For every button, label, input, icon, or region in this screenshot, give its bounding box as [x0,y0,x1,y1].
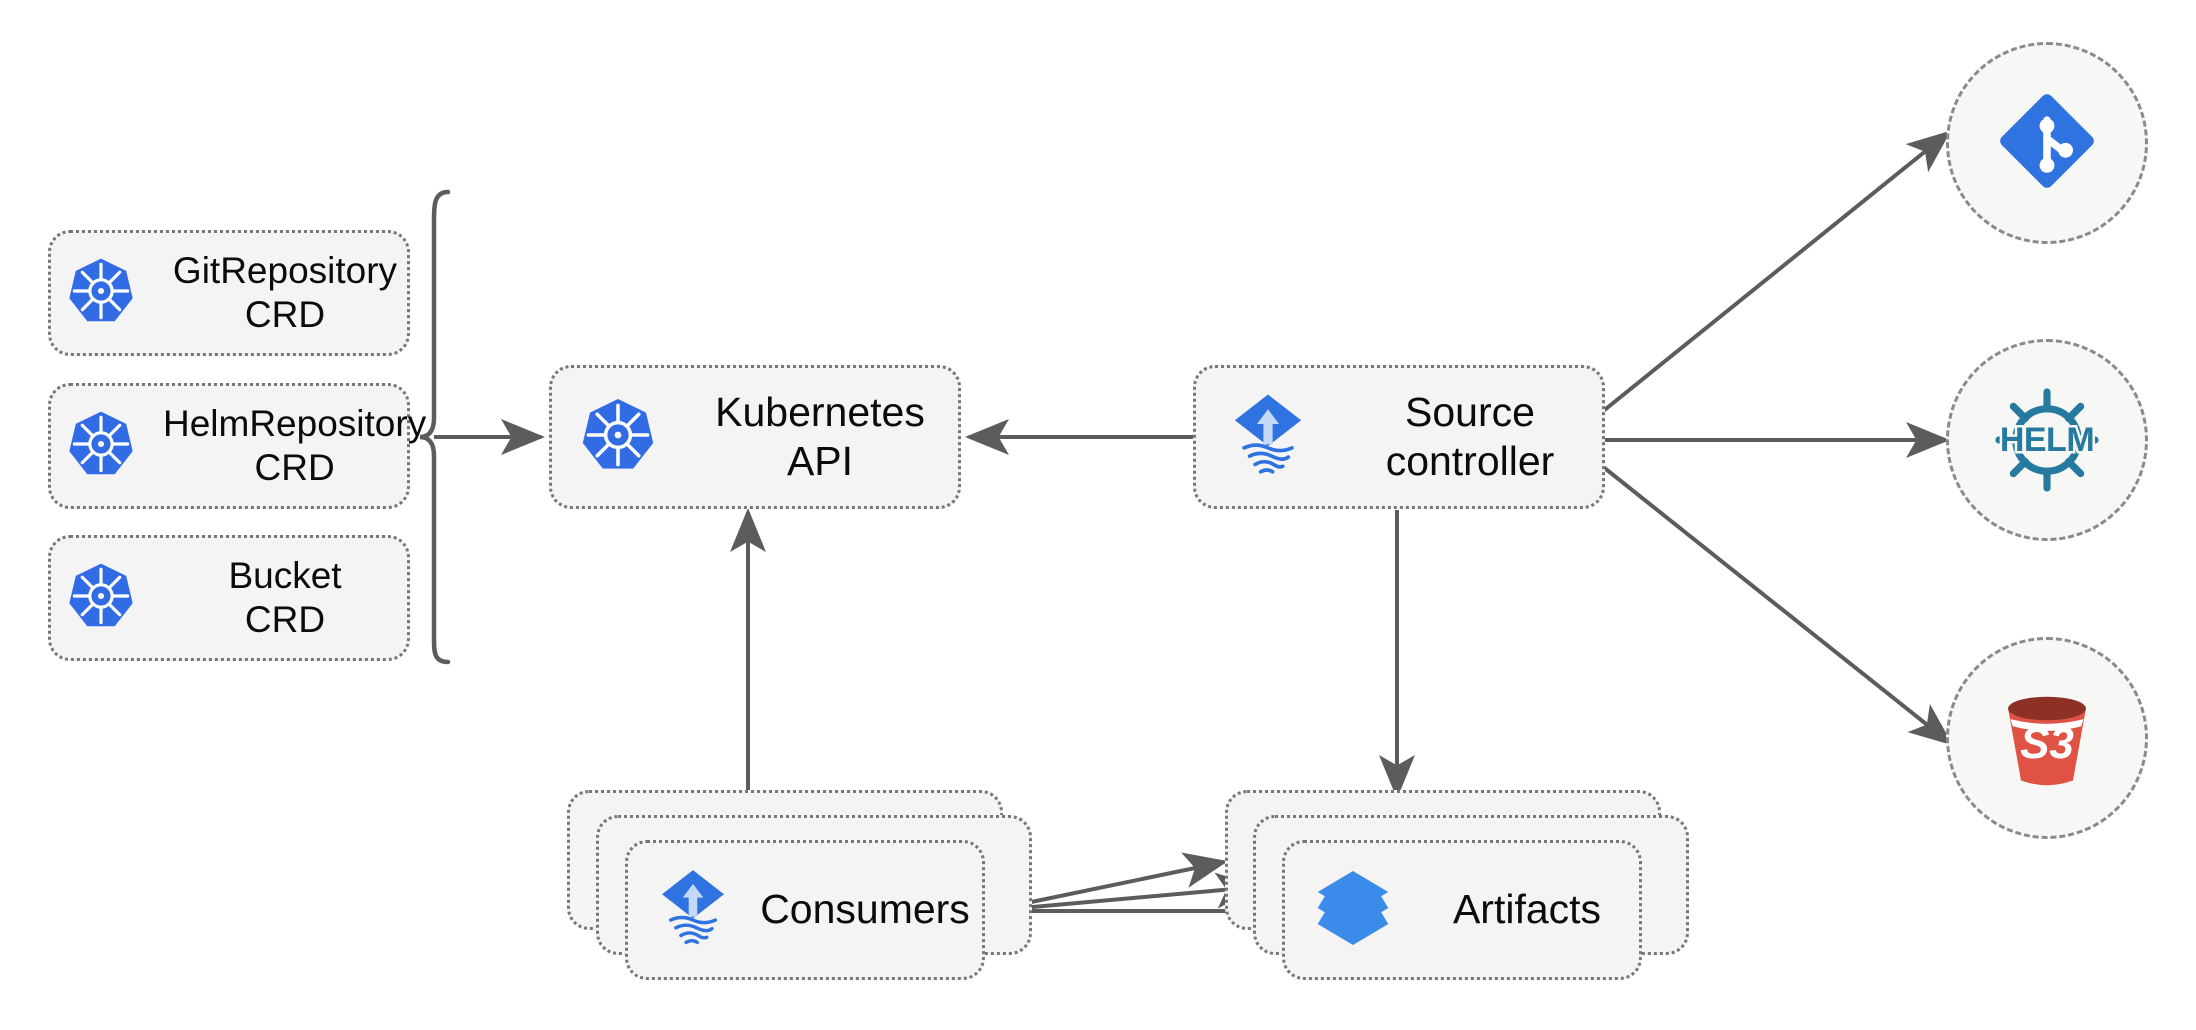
backend-s3-node[interactable]: S3 [1946,637,2148,839]
git-icon [1989,83,2105,204]
arrow-source-controller-to-s3 [1600,464,1954,746]
flux-icon [650,865,736,956]
s3-bucket-icon: S3 [1988,679,2106,797]
helm-icon: HELM [1987,380,2107,500]
kubernetes-icon [578,395,658,480]
s3-label: S3 [2020,719,2074,768]
consumers-node[interactable]: Consumers [625,840,985,980]
backend-helm-node[interactable]: HELM [1946,339,2148,541]
flux-icon [1222,389,1314,486]
artifacts-node[interactable]: Artifacts [1282,840,1642,980]
arrow-source-controller-to-git [1600,130,1952,414]
kubernetes-icon [65,560,137,637]
backend-git-node[interactable] [1946,42,2148,244]
helm-label: HELM [1997,418,2097,461]
kubernetes-api-node[interactable]: Kubernetes API [549,365,961,509]
kubernetes-icon [65,255,137,332]
consumers-label: Consumers [760,886,970,933]
artifacts-label: Artifacts [1452,886,1602,933]
layers-icon [1311,866,1395,955]
kubernetes-icon [65,408,137,485]
kubernetes-api-label: Kubernetes API [715,388,925,484]
